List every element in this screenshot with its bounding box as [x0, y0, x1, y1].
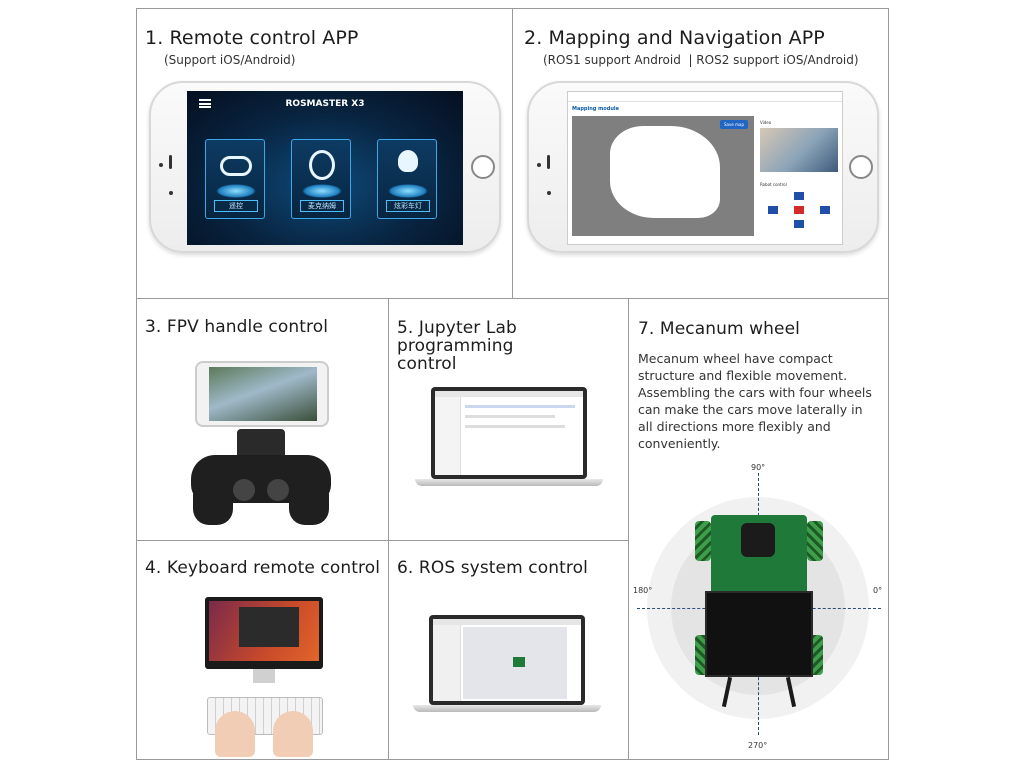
phone-speaker — [547, 155, 550, 169]
motion-diagram: 90° 180° 0° 270° — [629, 459, 890, 759]
section-fpv-handle-control: 3. FPV handle control — [136, 298, 389, 541]
home-button[interactable] — [849, 155, 873, 179]
hamburger-icon[interactable] — [199, 99, 211, 108]
rviz-window — [433, 619, 581, 701]
section-description: Mecanum wheel have compact structure and… — [638, 351, 872, 451]
robot-control-label: Robot control — [760, 182, 787, 187]
section-ros-system-control: 6. ROS system control — [388, 540, 629, 760]
section-mapping-navigation-app: 2. Mapping and Navigation APP (ROS1 supp… — [512, 8, 889, 299]
phone-sensor — [537, 163, 541, 167]
section-title: 3. FPV handle control — [145, 317, 329, 337]
robot-car — [695, 511, 823, 708]
robot-model — [513, 657, 525, 667]
stand-right — [785, 676, 797, 708]
home-button[interactable] — [471, 155, 495, 179]
monitor-screen — [209, 601, 319, 661]
card-label: 遥控 — [214, 200, 258, 212]
wheel-front-left — [695, 521, 711, 561]
laptop-screen — [431, 387, 587, 479]
phone-camera — [169, 191, 173, 195]
angle-label-right: 0° — [873, 586, 883, 595]
phone-mockup: ROSMASTER X3 遥控 麦克纳姆 炫彩车灯 — [149, 81, 501, 253]
section-title: 4. Keyboard remote control — [145, 558, 381, 578]
dpad — [764, 190, 834, 230]
lidar — [741, 523, 775, 557]
display-panel — [705, 591, 813, 677]
stand-left — [721, 676, 733, 708]
wheel-front-right — [807, 521, 823, 561]
fpv-camera-view — [209, 367, 317, 421]
video-feed — [760, 128, 838, 172]
section-jupyter-lab: 5. Jupyter Lab programming control — [388, 298, 629, 541]
map-panel: Save map — [572, 116, 754, 236]
phone-camera — [547, 191, 551, 195]
section-title: 6. ROS system control — [397, 558, 588, 578]
section-title: 5. Jupyter Lab programming control — [397, 318, 517, 374]
app-screen: Mapping module Save map Video Robot cont… — [567, 91, 843, 245]
up-button[interactable] — [794, 192, 804, 200]
terminal-window — [239, 607, 299, 647]
stop-button[interactable] — [794, 206, 804, 214]
section-subtitle: (Support iOS/Android) — [164, 53, 296, 67]
lights-card[interactable]: 炫彩车灯 — [377, 139, 437, 219]
app-screen: ROSMASTER X3 遥控 麦克纳姆 炫彩车灯 — [187, 91, 463, 245]
platform-glow — [388, 184, 428, 198]
module-title: Mapping module — [572, 106, 619, 112]
section-subtitle: (ROS1 support Android | ROS2 support iOS… — [543, 53, 859, 67]
monitor-stand — [253, 669, 275, 683]
typing-hands — [209, 711, 319, 757]
gamepad-icon — [220, 156, 252, 176]
desktop-monitor — [205, 597, 323, 669]
platform-glow — [216, 184, 256, 198]
mecanum-card[interactable]: 麦克纳姆 — [291, 139, 351, 219]
section-title: 2. Mapping and Navigation APP — [524, 27, 825, 49]
down-button[interactable] — [794, 220, 804, 228]
section-title: 1. Remote control APP — [145, 27, 359, 49]
remote-control-card[interactable]: 遥控 — [205, 139, 265, 219]
platform-glow — [302, 184, 342, 198]
fpv-phone — [195, 361, 329, 427]
right-button[interactable] — [820, 206, 830, 214]
section-title: 7. Mecanum wheel — [638, 319, 800, 339]
phone-sensor — [159, 163, 163, 167]
jupyter-window — [435, 391, 583, 475]
left-button[interactable] — [768, 206, 778, 214]
card-label: 麦克纳姆 — [300, 200, 344, 212]
angle-label-left: 180° — [633, 586, 653, 595]
laptop-base — [413, 705, 601, 712]
laptop-base — [415, 479, 603, 486]
app-title: ROSMASTER X3 — [285, 99, 365, 109]
lightbulb-icon — [398, 150, 418, 172]
occupancy-map — [610, 126, 720, 218]
angle-label-bottom: 270° — [748, 741, 768, 750]
phone-mockup: Mapping module Save map Video Robot cont… — [527, 81, 879, 253]
phone-speaker — [169, 155, 172, 169]
section-mecanum-wheel: 7. Mecanum wheel Mecanum wheel have comp… — [628, 298, 889, 760]
section-keyboard-remote-control: 4. Keyboard remote control — [136, 540, 389, 760]
angle-label-top: 90° — [751, 463, 766, 472]
video-label: Video — [760, 120, 772, 125]
save-map-button[interactable]: Save map — [720, 120, 748, 129]
section-remote-control-app: 1. Remote control APP (Support iOS/Andro… — [136, 8, 513, 299]
app-header — [568, 92, 842, 102]
wheel-icon — [309, 150, 335, 180]
card-label: 炫彩车灯 — [386, 200, 430, 212]
gamepad-icon — [191, 429, 331, 525]
laptop-screen — [429, 615, 585, 705]
